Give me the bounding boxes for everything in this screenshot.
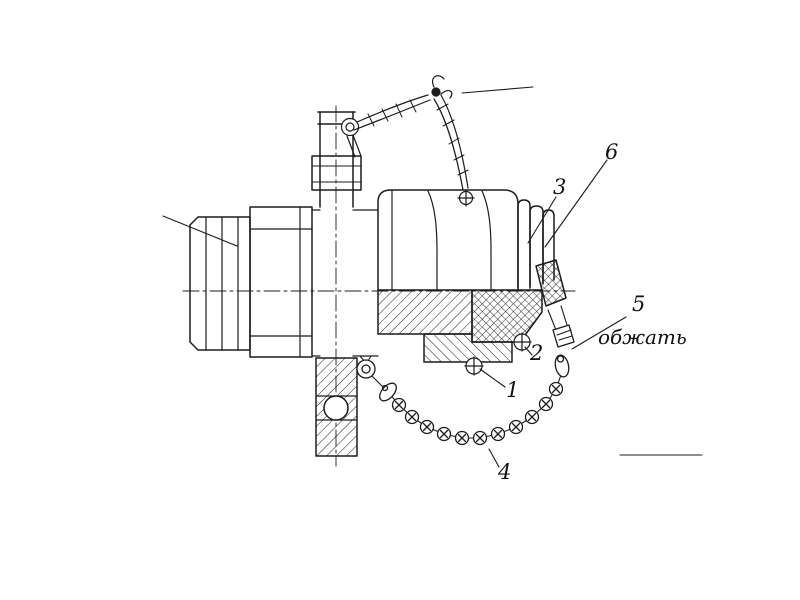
chain: [356, 305, 575, 446]
leader-2: [524, 346, 533, 356]
leader-6: [544, 159, 608, 248]
wire-eyelet-top: [457, 189, 475, 207]
leader-1: [479, 368, 506, 388]
callout-5: 5: [632, 292, 645, 316]
rivet-mark-2: [512, 332, 532, 352]
callout-2: 2: [529, 341, 543, 365]
chain-tab: [535, 259, 567, 307]
callouts: 1 2 3 4 5 6 обжать: [497, 140, 687, 484]
union-body: [377, 189, 519, 291]
section-view: [377, 289, 543, 363]
rivet-mark-1: [464, 356, 484, 376]
leader-unlabeled: [162, 215, 238, 247]
leader-5: [571, 316, 627, 350]
left-fitting: [189, 206, 379, 358]
vertical-pipe: [311, 111, 362, 208]
leader-4: [488, 448, 500, 468]
callout-4: 4: [497, 460, 511, 484]
leader-lines: [162, 86, 703, 468]
callout-3: 3: [553, 175, 566, 199]
annotation-note: обжать: [598, 325, 687, 349]
callout-1: 1: [506, 378, 519, 402]
safety-wire: [340, 75, 469, 191]
callout-6: 6: [605, 140, 618, 164]
leader-wire-seal: [461, 86, 534, 94]
mounting-bracket: [315, 357, 358, 457]
leader-3: [527, 196, 557, 244]
